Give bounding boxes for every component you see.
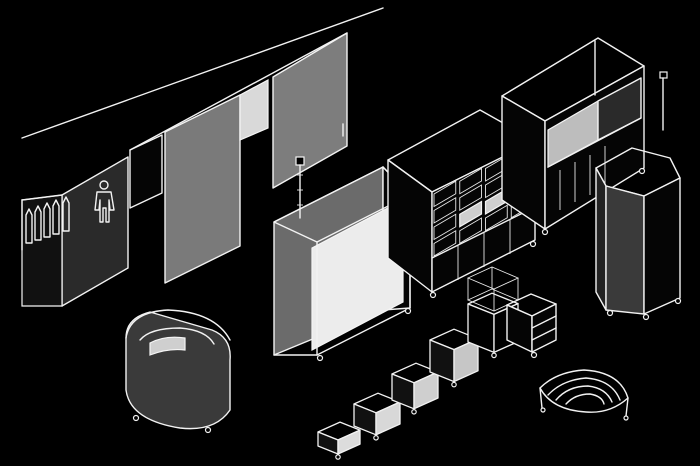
partition-panels bbox=[129, 32, 348, 284]
grid-cell bbox=[433, 196, 457, 224]
curved-reception-counter bbox=[125, 309, 231, 434]
grid-cell bbox=[433, 213, 457, 241]
cabinet-doors bbox=[431, 206, 536, 280]
drawer-unit bbox=[506, 293, 557, 359]
garment-display-panel bbox=[21, 156, 129, 307]
grid-cells bbox=[433, 142, 534, 257]
tall-wardrobe-unit bbox=[501, 37, 668, 236]
grid-cell bbox=[433, 229, 457, 257]
clothing-rail-post bbox=[295, 156, 305, 219]
grid-cell bbox=[459, 200, 483, 228]
grid-cell bbox=[459, 184, 482, 212]
cube-wheel bbox=[373, 434, 379, 441]
grid-cell bbox=[459, 167, 482, 195]
grid-cell bbox=[459, 217, 482, 245]
cube-face bbox=[413, 371, 439, 410]
grid-cell bbox=[433, 180, 457, 208]
hexagonal-display-case bbox=[595, 147, 682, 321]
glass-cube-lid bbox=[466, 266, 520, 290]
cube-wheel bbox=[451, 381, 457, 388]
cube-wheel bbox=[411, 408, 417, 415]
hanging-garments bbox=[25, 196, 70, 244]
wall-rail bbox=[21, 7, 384, 139]
stackable-cube-modules bbox=[317, 266, 520, 460]
cube-wheel bbox=[491, 352, 497, 359]
cube-wheel bbox=[335, 454, 341, 460]
curved-rack bbox=[539, 369, 629, 421]
wardrobe-rail-post bbox=[659, 71, 668, 131]
grid-cell bbox=[485, 204, 508, 232]
mannequin-figure bbox=[94, 180, 115, 223]
cube-face bbox=[375, 401, 401, 436]
cube-face bbox=[337, 429, 361, 455]
